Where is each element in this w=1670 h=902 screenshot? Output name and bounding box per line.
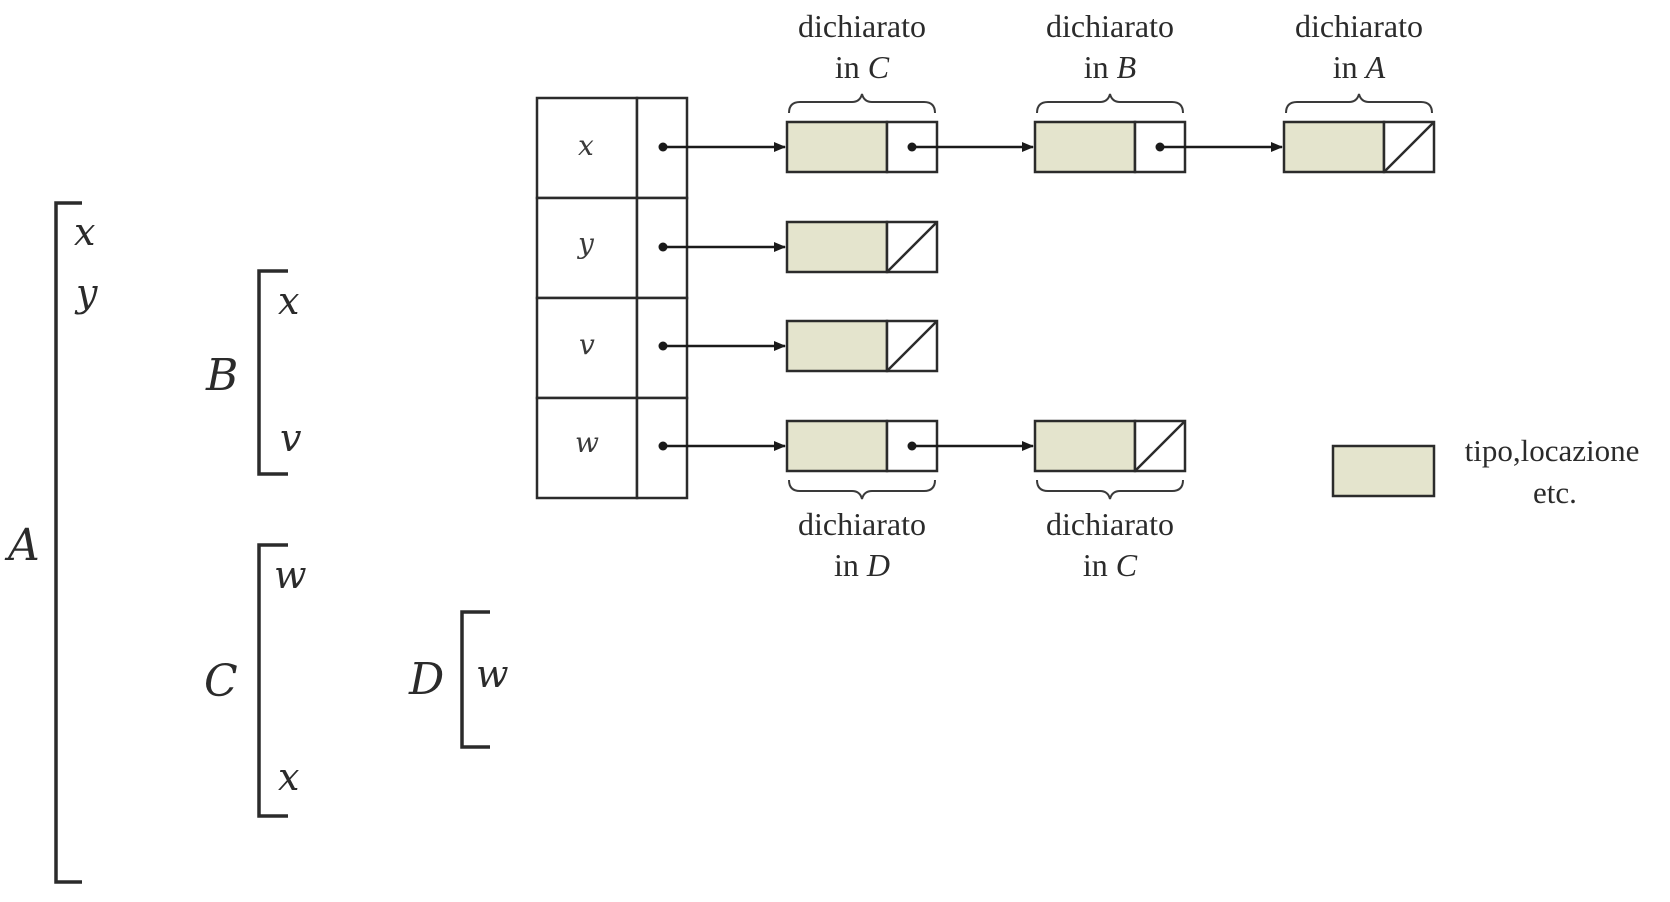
caption-bottom-2: dichiarato in C — [1046, 506, 1174, 583]
table-row-name-w: w — [575, 426, 599, 459]
record-info-box — [785, 220, 889, 274]
scope-b: B x v — [205, 269, 302, 476]
scope-c-bracket — [257, 543, 288, 818]
caption-line2: in A — [1333, 49, 1386, 85]
brace-bottom-2 — [1036, 479, 1184, 500]
legend-record-swatch — [1331, 444, 1436, 498]
record-w-decl-c — [1033, 419, 1187, 473]
table-row-name-x: x — [578, 129, 594, 162]
scope-d-bracket — [460, 610, 490, 749]
scope-d-var-w: w — [476, 652, 509, 696]
table-row-name-v: v — [579, 328, 595, 361]
brace-bottom-1 — [788, 479, 936, 500]
caption-line1: dichiarato — [798, 506, 926, 542]
scope-d-label: D — [408, 654, 444, 705]
record-info-box — [1282, 120, 1386, 174]
null-pointer-slash — [886, 320, 938, 372]
scope-b-bracket — [257, 269, 288, 476]
caption-line1: dichiarato — [798, 8, 926, 44]
record-info-box — [1033, 419, 1137, 473]
caption-line1: dichiarato — [1295, 8, 1423, 44]
null-pointer-slash — [886, 221, 938, 273]
caption-bottom-1: dichiarato in D — [798, 506, 926, 583]
scope-a-bracket — [54, 201, 82, 884]
scope-b-var-x: x — [278, 279, 299, 323]
caption-top-1: dichiarato in C — [798, 8, 926, 85]
record-v — [785, 319, 939, 373]
table-row-name-y: y — [576, 227, 595, 260]
record-info-box — [785, 319, 889, 373]
record-info-box — [785, 120, 889, 174]
record-info-box — [785, 419, 889, 473]
scope-a-var-y: y — [74, 271, 98, 315]
record-x-decl-a — [1282, 120, 1436, 174]
scope-a-var-x: x — [74, 210, 95, 254]
null-pointer-slash — [1383, 121, 1435, 173]
null-pointer-slash — [1134, 420, 1186, 472]
table-name-cell-y — [535, 196, 639, 300]
caption-line1: dichiarato — [1046, 506, 1174, 542]
caption-line2: in C — [1083, 547, 1138, 583]
caption-line1: dichiarato — [1046, 8, 1174, 44]
scope-a: A x y — [4, 201, 98, 884]
scope-c-label: C — [204, 656, 238, 707]
scope-b-label: B — [205, 350, 238, 401]
record-y — [785, 220, 939, 274]
record-info-box — [1033, 120, 1137, 174]
caption-line2: in D — [834, 547, 890, 583]
scope-c-var-w: w — [274, 553, 307, 597]
scope-c-var-x: x — [278, 755, 299, 799]
caption-line2: in C — [835, 49, 890, 85]
table-name-cell-x — [535, 96, 639, 200]
caption-line2: in B — [1084, 49, 1136, 85]
scope-a-label: A — [4, 520, 40, 571]
caption-top-3: dichiarato in A — [1295, 8, 1423, 85]
symbol-table: x y v w — [535, 96, 689, 500]
brace-top-2 — [1036, 93, 1184, 114]
caption-top-2: dichiarato in B — [1046, 8, 1174, 85]
scope-c: C w x — [204, 543, 307, 818]
legend-line1: tipo,locazione — [1465, 433, 1640, 468]
scope-b-var-v: v — [280, 416, 302, 460]
brace-top-1 — [788, 93, 936, 114]
brace-top-3 — [1285, 93, 1433, 114]
scope-d: D w — [408, 610, 509, 749]
legend: tipo,locazione etc. — [1331, 433, 1640, 510]
record-x-decl-b — [1033, 120, 1187, 174]
legend-line2: etc. — [1533, 475, 1577, 510]
